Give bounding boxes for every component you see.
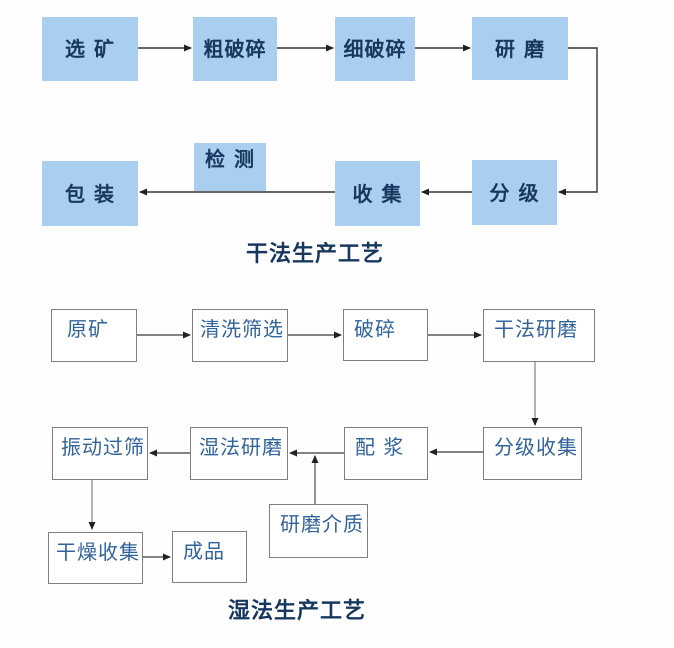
node-finished-product: 成品 (172, 531, 247, 583)
node-classified-collection: 分级收集 (483, 427, 582, 480)
node-washing-screening: 清洗筛选 (192, 309, 288, 362)
node-packaging: 包 装 (42, 161, 138, 226)
node-slurry-mixing: 配 浆 (344, 427, 428, 480)
node-inspection: 检 测 (194, 143, 266, 191)
node-grinding: 研 磨 (472, 17, 568, 80)
node-ore-selection: 选 矿 (42, 17, 138, 81)
node-wet-grinding: 湿法研磨 (190, 427, 288, 480)
node-dry-grinding: 干法研磨 (483, 309, 595, 362)
node-grinding-media: 研磨介质 (269, 504, 368, 558)
node-crushing: 破碎 (343, 309, 428, 361)
node-raw-ore: 原矿 (51, 309, 137, 362)
node-fine-crushing: 细破碎 (335, 17, 415, 81)
node-classification: 分 级 (472, 160, 557, 225)
node-drying-collection: 干燥收集 (48, 532, 143, 584)
node-collection: 收 集 (335, 161, 420, 226)
node-coarse-crushing: 粗破碎 (193, 17, 277, 81)
node-vibrating-screening: 振动过筛 (52, 427, 148, 480)
dry-process-title: 干法生产工艺 (245, 241, 384, 267)
wet-process-title: 湿法生产工艺 (227, 598, 366, 624)
